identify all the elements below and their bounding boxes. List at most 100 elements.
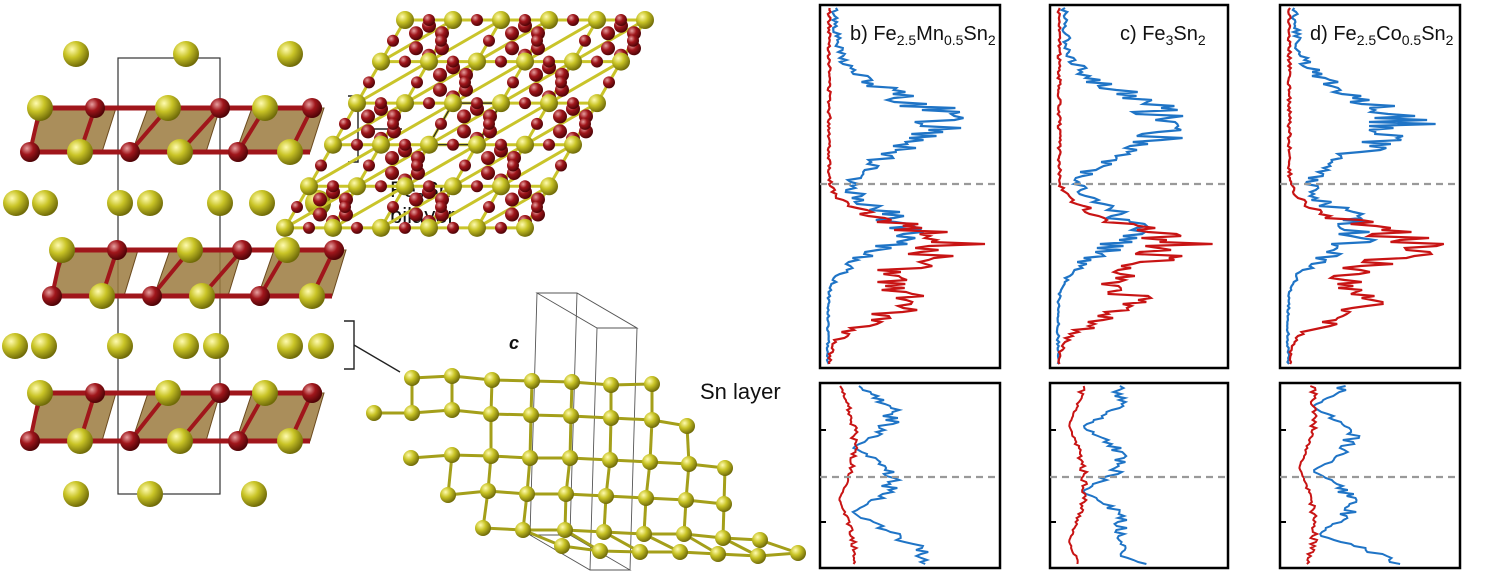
fe-atom — [615, 14, 627, 26]
formula-part: Mn — [916, 23, 944, 45]
sn-atom — [155, 95, 181, 121]
fe-atom — [591, 55, 603, 68]
sn-atom — [27, 380, 53, 406]
fe-atom — [210, 98, 230, 118]
fe-atom — [529, 67, 544, 82]
dos-frame-bottom — [818, 381, 1002, 570]
fe-atom — [519, 97, 531, 110]
sn-atom — [177, 237, 203, 263]
panel-title: d) Fe2.5Co0.5Sn2 — [1310, 23, 1454, 48]
fe-atom — [519, 180, 531, 193]
fe-atom — [250, 286, 270, 306]
sn-atom — [468, 218, 486, 237]
sn-atom — [564, 374, 580, 390]
sn-atom — [444, 447, 460, 463]
fe-atom — [351, 138, 363, 151]
fe-atom — [601, 41, 616, 56]
fe-atom — [553, 124, 568, 139]
fe-atom — [457, 124, 472, 139]
sn-atom — [558, 486, 574, 502]
fe-atom — [361, 124, 376, 139]
dos-frame-bottom — [1278, 381, 1462, 570]
sn-atom — [167, 139, 193, 165]
dos-panel: c) Fe3Sn2 — [1048, 3, 1230, 570]
fe-atom — [351, 221, 363, 234]
sn-atom — [89, 283, 115, 309]
fe-atom — [363, 76, 375, 89]
kagome-atoms — [276, 11, 654, 237]
fe-atom — [447, 55, 459, 68]
sn-atom — [404, 370, 420, 386]
sn-atom — [403, 450, 419, 466]
sn-atom — [672, 544, 688, 560]
fe-atom — [315, 159, 327, 172]
fe-atom — [387, 34, 399, 47]
sn-atom — [444, 402, 460, 418]
fe-atom — [555, 76, 567, 89]
sn-atom — [563, 408, 579, 424]
sn-atom — [32, 190, 58, 216]
sn-atom — [642, 454, 658, 470]
sn-atom — [2, 333, 28, 359]
sn-atom — [444, 177, 462, 196]
sn-atom — [252, 95, 278, 121]
unit-cell-prism — [528, 292, 639, 571]
fe-atom — [423, 180, 435, 193]
kagome-bond — [332, 18, 550, 147]
sn-atom — [173, 333, 199, 359]
formula-part: Fe — [1333, 23, 1356, 45]
sn-atom — [107, 190, 133, 216]
sn-atom — [483, 406, 499, 422]
fe-atom — [495, 138, 507, 151]
formula-part: Sn — [1421, 23, 1445, 45]
sn-honeycomb — [366, 292, 806, 571]
fe-atom — [327, 180, 339, 193]
fe-atom — [601, 26, 616, 41]
sn-atom — [588, 94, 606, 113]
sn-atom — [444, 368, 460, 384]
fe-atom — [232, 240, 252, 260]
formula-part: Co — [1376, 23, 1402, 45]
panel-letter: d) — [1310, 23, 1333, 45]
sn-atom — [137, 190, 163, 216]
fe-atom — [579, 117, 591, 130]
sn-atom — [483, 448, 499, 464]
sn-atom — [752, 532, 768, 548]
sn-atom — [480, 483, 496, 499]
sn-atom — [372, 218, 390, 237]
sn-atom — [492, 11, 510, 29]
fe-atom — [291, 201, 303, 214]
fe-atom — [507, 76, 519, 89]
sn-atom — [644, 376, 660, 392]
fe-atom — [553, 109, 568, 124]
sn-atom — [252, 380, 278, 406]
sn-atom — [790, 545, 806, 561]
sn-atom — [612, 52, 630, 71]
fe-atom — [409, 207, 424, 222]
sn-atom — [420, 218, 438, 237]
spin-down-dos-curve — [1056, 7, 1213, 365]
sn-atom — [554, 538, 570, 554]
sn-atom — [484, 372, 500, 388]
fe-atom — [459, 76, 471, 89]
sn-atom — [27, 95, 53, 121]
fe-atom — [399, 55, 411, 68]
sn-atom — [516, 135, 534, 154]
formula-part: Fe — [1142, 23, 1165, 45]
sn-atom — [603, 377, 619, 393]
fe-atom — [603, 76, 615, 89]
fe-atom — [142, 286, 162, 306]
panel-letter: b) — [850, 23, 873, 45]
fe-atom — [447, 138, 459, 151]
fe-atom — [471, 14, 483, 26]
sn-atom — [203, 333, 229, 359]
sn-layer-label: Sn layer — [700, 379, 781, 404]
sn-atom — [717, 460, 733, 476]
sn-atom — [524, 373, 540, 389]
fe-atom — [471, 180, 483, 193]
side-atoms — [2, 41, 344, 507]
fe-atom — [471, 97, 483, 110]
c-axis-label: c — [509, 333, 519, 353]
sn-atom — [324, 218, 342, 237]
formula-part: 2 — [1198, 32, 1206, 48]
